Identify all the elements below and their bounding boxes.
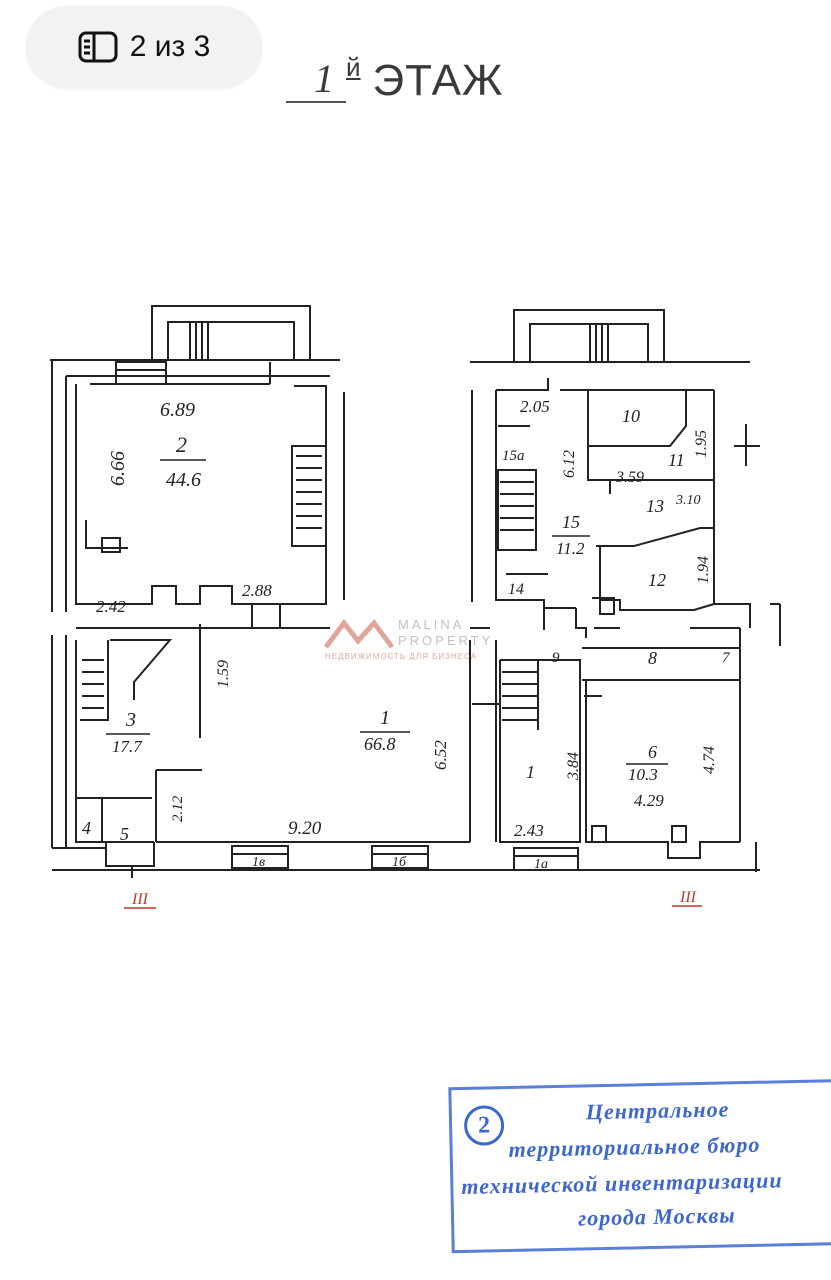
section-mark-left: III — [131, 891, 149, 908]
gallery-icon — [78, 31, 118, 63]
r2-dim-bottom: 2.42 — [96, 597, 126, 616]
r3-number: 3 — [125, 709, 136, 731]
r1-dim-side: 6.52 — [431, 740, 450, 770]
window-1a: 1а — [534, 857, 548, 872]
plan-walls — [50, 305, 781, 878]
brand-line-2: PROPERTY — [398, 633, 494, 648]
r13-label: 13 — [646, 496, 664, 516]
page-counter-badge[interactable]: 2 из 3 — [26, 6, 262, 88]
r3-area: 17.7 — [112, 737, 143, 756]
floor-title: 1 й ЭТАЖ — [286, 52, 504, 103]
r12-label: 12 — [648, 570, 666, 590]
floor-word: ЭТАЖ — [372, 56, 504, 105]
r2-number: 2 — [176, 432, 187, 457]
r2-dim-top: 6.89 — [160, 399, 195, 421]
r7-label: 7 — [722, 650, 731, 666]
r1-area: 66.8 — [364, 734, 396, 754]
stamp-line-2: территориальное бюро — [508, 1131, 761, 1163]
brand-logo-icon — [324, 619, 394, 649]
stamp-line-4: города Москвы — [577, 1202, 736, 1231]
r11-dim: 1.95 — [693, 430, 710, 458]
floor-number: 1 — [286, 59, 346, 103]
r4-label: 4 — [82, 818, 91, 838]
brand-watermark: MALINA PROPERTY НЕДВИЖИМОСТЬ ДЛЯ БИЗНЕСА — [320, 617, 510, 665]
brand-line-1: MALINA — [398, 617, 465, 632]
r1b-number: 1 — [526, 762, 535, 782]
r1-dim-bottom: 9.20 — [288, 818, 322, 839]
plan-labels: 6.89 2 44.6 6.66 2.42 2.88 2.05 10 11 1.… — [82, 397, 731, 909]
r2-dim-passage: 2.88 — [242, 581, 272, 600]
r14-label: 14 — [508, 581, 524, 598]
r9-label: 9 — [552, 650, 560, 666]
r15-number: 15 — [562, 512, 580, 532]
r3-dim-low: 2.12 — [170, 795, 186, 822]
r5-label: 5 — [120, 824, 129, 844]
stamp-number: 2 — [463, 1105, 505, 1146]
r6-area: 10.3 — [628, 765, 658, 784]
window-1b: 1б — [392, 855, 407, 870]
r1b-dim-side: 3.84 — [565, 752, 582, 781]
window-1v: 1в — [252, 855, 265, 870]
brand-tagline: НЕДВИЖИМОСТЬ ДЛЯ БИЗНЕСА — [325, 652, 478, 661]
r6-dim-side: 4.74 — [701, 746, 718, 774]
stamp-line-3: технической инвентаризации — [461, 1167, 783, 1200]
page-counter-text: 2 из 3 — [129, 30, 211, 63]
r3-dim-side: 1.59 — [215, 660, 232, 688]
r8-label: 8 — [648, 648, 657, 668]
r13-dim: 3.10 — [675, 493, 701, 508]
r10-label: 10 — [622, 406, 640, 426]
bti-stamp: 2 Центральное территориальное бюро техни… — [448, 1078, 831, 1254]
r15-area: 11.2 — [556, 539, 585, 558]
r6-dim-bottom: 4.29 — [634, 791, 664, 810]
r15a-label: 15а — [502, 448, 525, 464]
brand-name: MALINA PROPERTY — [398, 617, 493, 649]
r11-label: 11 — [668, 450, 685, 470]
r1b-dim-bottom: 2.43 — [514, 821, 544, 840]
r12-dim: 1.94 — [695, 556, 712, 584]
r15-dim-c: 3.59 — [615, 469, 644, 486]
stamp-line-1: Центральное — [585, 1096, 730, 1125]
r2-dim-side: 6.66 — [107, 451, 129, 486]
r2-area: 44.6 — [166, 469, 201, 491]
r1-number: 1 — [380, 707, 390, 729]
floor-suffix: й — [346, 52, 361, 82]
r6-number: 6 — [648, 742, 657, 762]
r15-dim-a: 2.05 — [520, 397, 550, 416]
r15-dim-b: 6.12 — [561, 450, 578, 478]
section-mark-right: III — [679, 889, 697, 906]
